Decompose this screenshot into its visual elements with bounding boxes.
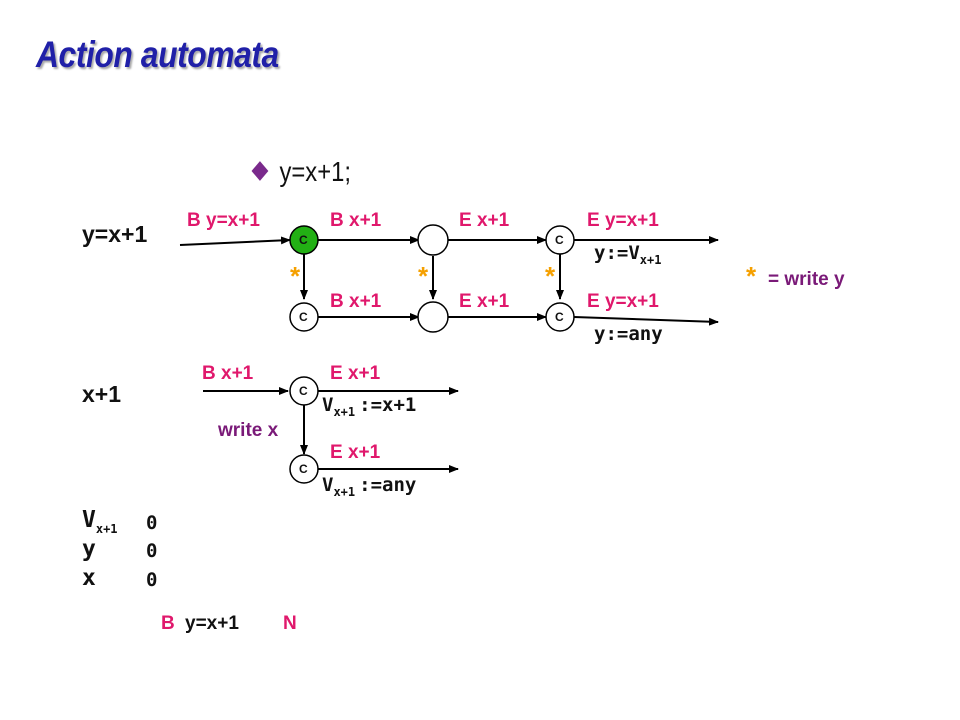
- node-c-label: C: [555, 310, 564, 324]
- node-c-label: C: [299, 462, 308, 476]
- edge-label-b: B y=x+1: [187, 210, 260, 231]
- edge-label-e-x-top: E x+1: [459, 210, 510, 231]
- node-c-label: C: [299, 384, 308, 398]
- assign-top: y:=Vx+1: [594, 242, 661, 267]
- edge-label-b-x-bot: B x+1: [330, 291, 382, 312]
- footer-b: B: [161, 613, 175, 634]
- row-label-mid: x+1: [82, 381, 121, 407]
- write-x-label: write x: [217, 420, 279, 441]
- bullet-text: y=x+1;: [279, 156, 351, 187]
- edge-label-e-x-bot: E x+1: [459, 291, 510, 312]
- footer-expr: y=x+1: [185, 613, 239, 634]
- node-c-bot-3: [545, 302, 575, 332]
- node-c-label: C: [299, 233, 308, 247]
- edge-label-e-y-bot: E y=x+1: [587, 291, 659, 312]
- row-label-top: y=x+1: [82, 221, 147, 247]
- state-label-y: y: [82, 536, 96, 562]
- star-marker: *: [290, 261, 301, 291]
- assign-bot: y:=any: [594, 323, 663, 345]
- slide-title: Action automata: [36, 34, 279, 75]
- node-c-mid-1: [289, 376, 319, 406]
- state-value: 0: [146, 540, 157, 562]
- star-marker: *: [418, 261, 429, 291]
- state-value: 0: [146, 512, 157, 534]
- state-label-x: x: [82, 565, 96, 591]
- edge-in-top: [179, 236, 291, 246]
- edge-label-e-x-low: E x+1: [330, 442, 381, 463]
- footer-n: N: [283, 613, 297, 634]
- edge-label-b-x-top: B x+1: [330, 210, 382, 231]
- edge-label-b-x-mid: B x+1: [202, 363, 254, 384]
- edge-bot-out: [573, 316, 719, 326]
- state-value: 0: [146, 569, 157, 591]
- star-marker: *: [545, 261, 556, 291]
- legend-star: *: [746, 261, 757, 291]
- bullet-item: y=x+1;: [251, 156, 351, 188]
- node-c-label: C: [299, 310, 308, 324]
- legend-text: = write y: [768, 269, 845, 290]
- node-c-label: C: [555, 233, 564, 247]
- node-c-bot-1: [289, 302, 319, 332]
- edge-label-e-x-mid: E x+1: [330, 363, 381, 384]
- state-label-v: Vx+1: [82, 507, 118, 536]
- v-assign-1: Vx+1:=x+1: [322, 394, 416, 419]
- node-bot-2: [417, 301, 449, 333]
- node-top-2: [417, 224, 449, 256]
- node-c-top-3: [545, 225, 575, 255]
- v-assign-2: Vx+1:=any: [322, 474, 416, 499]
- node-c-mid-2: [289, 454, 319, 484]
- edge-label-e-y-top: E y=x+1: [587, 210, 659, 231]
- node-c-green: [289, 225, 319, 255]
